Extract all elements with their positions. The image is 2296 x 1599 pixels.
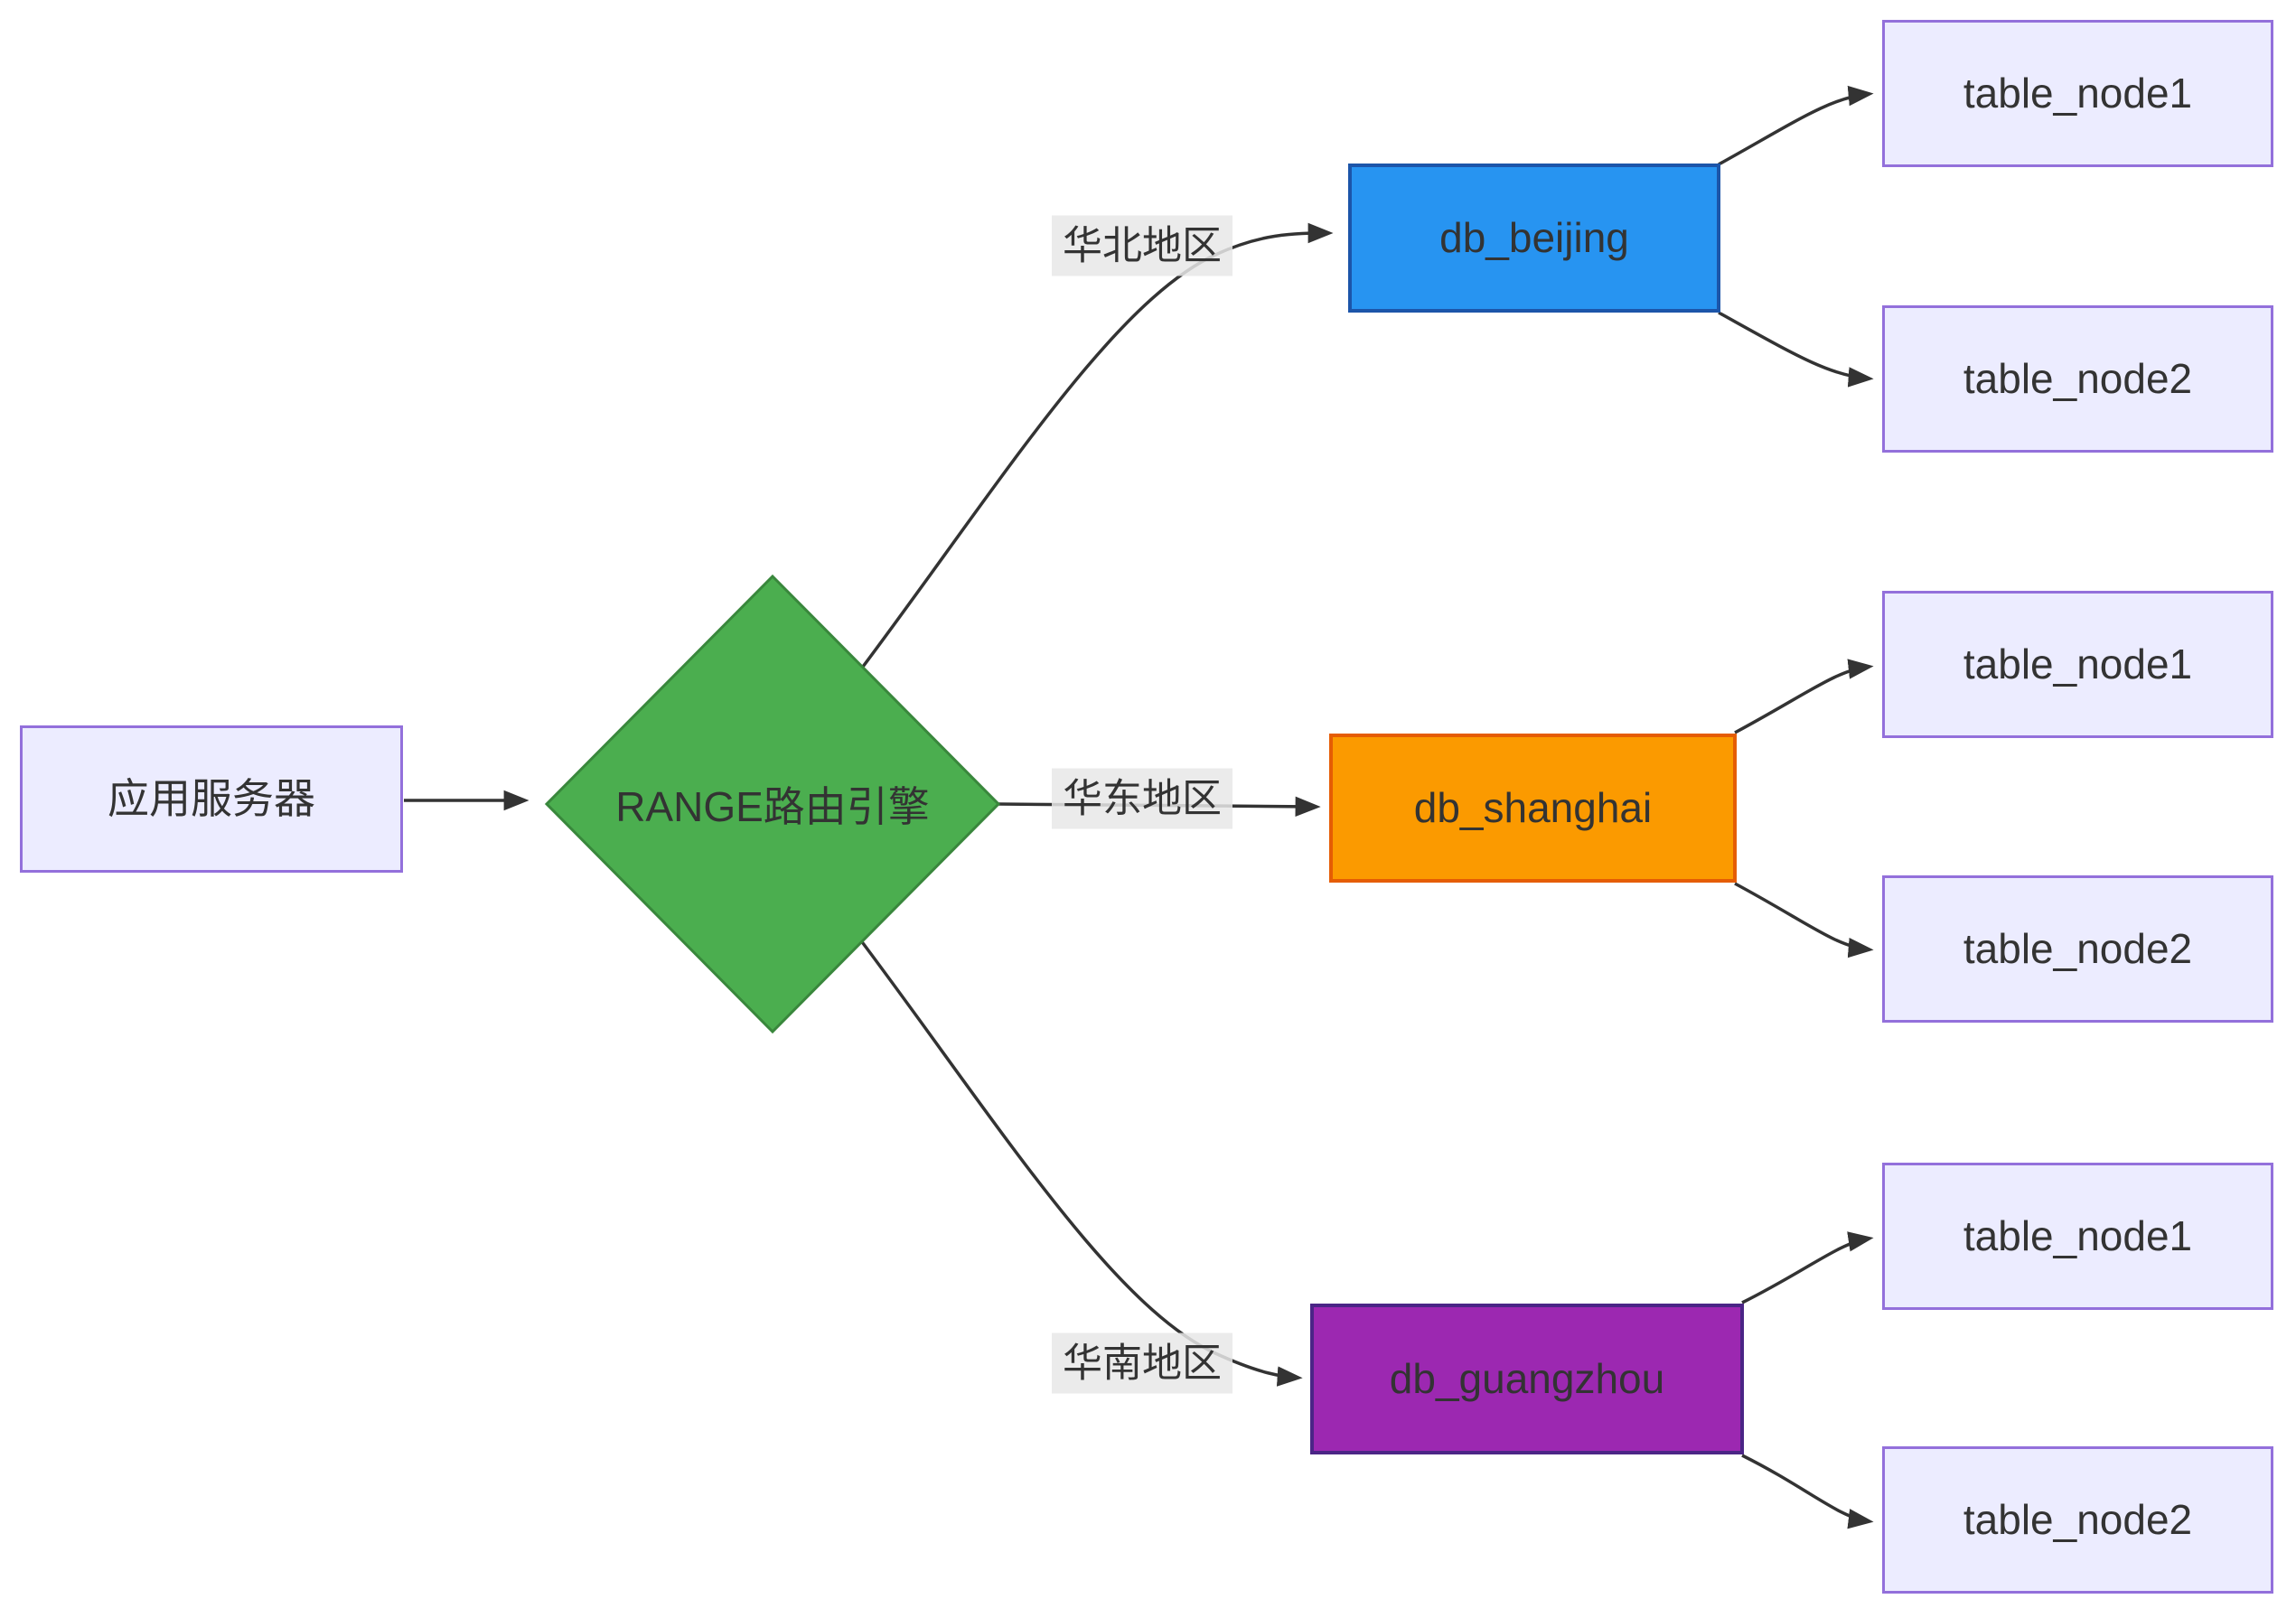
table-node-shanghai-2: table_node2 [1882,875,2273,1023]
app-server-node: 应用服务器 [20,725,403,873]
db-beijing-node: db_beijing [1348,164,1720,313]
table-node-guangzhou-2: table_node2 [1882,1446,2273,1594]
edge-db-shanghai-to-table1 [1734,659,1874,734]
table-node-beijing-2: table_node2 [1882,305,2273,453]
db-guangzhou-node: db_guangzhou [1310,1304,1744,1454]
edge-db-guangzhou-to-table1 [1741,1231,1874,1304]
edge-db-guangzhou-to-table2 [1741,1454,1874,1529]
edge-label-north-region: 华北地区 [1052,215,1232,276]
edge-router-to-db-beijing [858,222,1334,672]
table-node-guangzhou-1: table_node1 [1882,1163,2273,1310]
router-diamond-shape [544,574,1001,1034]
router-node-label: RANGE路由引擎 [615,783,930,830]
edge-db-beijing-to-table2 [1718,311,1874,388]
edge-router-to-db-guangzhou [858,938,1303,1387]
table-node-shanghai-1: table_node1 [1882,591,2273,738]
edge-label-south-region: 华南地区 [1052,1332,1232,1394]
db-shanghai-node: db_shanghai [1329,734,1737,883]
edge-db-shanghai-to-table2 [1734,882,1874,958]
table-node-beijing-1: table_node1 [1882,20,2273,167]
edge-db-beijing-to-table1 [1718,85,1874,166]
edge-label-east-region: 华东地区 [1052,768,1232,829]
